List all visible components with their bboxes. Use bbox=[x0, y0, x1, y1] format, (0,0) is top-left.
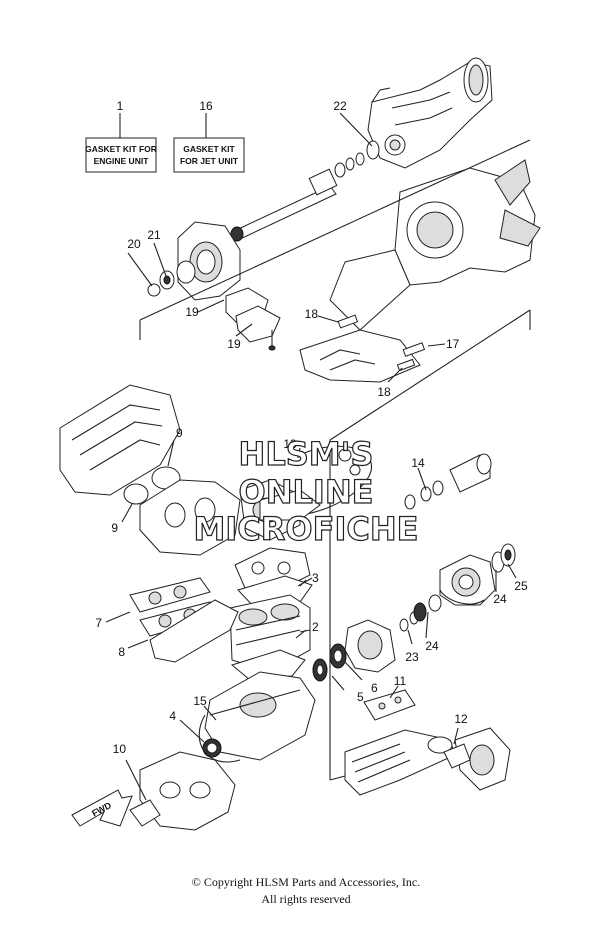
jet-pump-shaft bbox=[259, 445, 492, 521]
callout-1[interactable]: 1 bbox=[117, 99, 124, 113]
callout-4[interactable]: 4 bbox=[169, 709, 176, 723]
callout-2[interactable]: 2 bbox=[312, 620, 319, 634]
callout-24a[interactable]: 24 bbox=[425, 639, 439, 653]
callout-numbers: 2 3 4 5 6 7 8 9 9 10 11 12 13 14 15 17 1… bbox=[95, 99, 528, 756]
callout-19b[interactable]: 19 bbox=[227, 337, 241, 351]
forward-direction-arrow: FWD bbox=[71, 789, 133, 827]
watermark-line1: HLSM'S bbox=[239, 435, 374, 473]
drive-shaft bbox=[230, 112, 380, 242]
callout-21[interactable]: 21 bbox=[147, 228, 161, 242]
exhaust-manifold bbox=[125, 751, 236, 831]
spacers bbox=[317, 314, 446, 383]
callout-3[interactable]: 3 bbox=[312, 571, 319, 585]
callout-7[interactable]: 7 bbox=[95, 616, 102, 630]
callout-22[interactable]: 22 bbox=[333, 99, 347, 113]
watermark-line3: MICROFICHE bbox=[194, 510, 419, 548]
engine-mount-assembly bbox=[139, 139, 541, 650]
callout-15[interactable]: 15 bbox=[193, 694, 207, 708]
callout-9b[interactable]: 9 bbox=[111, 521, 118, 535]
kit-engine-line2: ENGINE UNIT bbox=[94, 156, 150, 166]
crankcase bbox=[179, 671, 316, 763]
callout-11[interactable]: 11 bbox=[394, 674, 407, 688]
callout-5[interactable]: 5 bbox=[357, 690, 364, 704]
callout-19a[interactable]: 19 bbox=[185, 305, 199, 319]
callout-20[interactable]: 20 bbox=[127, 237, 141, 251]
callout-17[interactable]: 17 bbox=[446, 337, 460, 351]
watermark: HLSM'S ONLINE MICROFICHE bbox=[193, 434, 419, 548]
callout-6[interactable]: 6 bbox=[371, 681, 378, 695]
ride-plate bbox=[363, 685, 416, 721]
callout-8[interactable]: 8 bbox=[118, 645, 125, 659]
leader-lines bbox=[197, 299, 517, 691]
callout-18a[interactable]: 18 bbox=[305, 307, 319, 321]
callout-23[interactable]: 23 bbox=[405, 650, 419, 664]
jet-nozzle-assembly bbox=[367, 57, 493, 169]
watermark-line2: ONLINE bbox=[239, 473, 374, 511]
copyright-line1: © Copyright HLSM Parts and Accessories, … bbox=[191, 875, 421, 889]
callout-9a[interactable]: 9 bbox=[176, 426, 183, 440]
cylinder-block bbox=[229, 594, 311, 681]
kit-engine-line1: GASKET KIT FOR bbox=[85, 144, 157, 154]
intake-silencer bbox=[59, 384, 181, 523]
reed-valve-assembly bbox=[105, 577, 239, 663]
exhaust-bellows bbox=[329, 650, 511, 796]
callout-12[interactable]: 12 bbox=[454, 712, 468, 726]
callout-16[interactable]: 16 bbox=[199, 99, 213, 113]
callout-13[interactable]: 13 bbox=[283, 437, 297, 451]
callout-24b[interactable]: 24 bbox=[493, 592, 507, 606]
kit-jet-unit[interactable]: GASKET KIT FOR JET UNIT bbox=[173, 113, 245, 173]
callout-18b[interactable]: 18 bbox=[377, 385, 391, 399]
impeller-housing bbox=[312, 543, 516, 682]
kit-jet-line1: GASKET KIT bbox=[183, 144, 235, 154]
callout-14[interactable]: 14 bbox=[411, 456, 425, 470]
callout-10[interactable]: 10 bbox=[113, 742, 127, 756]
callout-25[interactable]: 25 bbox=[514, 579, 528, 593]
kit-engine-unit[interactable]: GASKET KIT FOR ENGINE UNIT bbox=[85, 113, 157, 173]
copyright-line2: All rights reserved bbox=[261, 892, 351, 906]
kit-jet-line2: FOR JET UNIT bbox=[180, 156, 239, 166]
